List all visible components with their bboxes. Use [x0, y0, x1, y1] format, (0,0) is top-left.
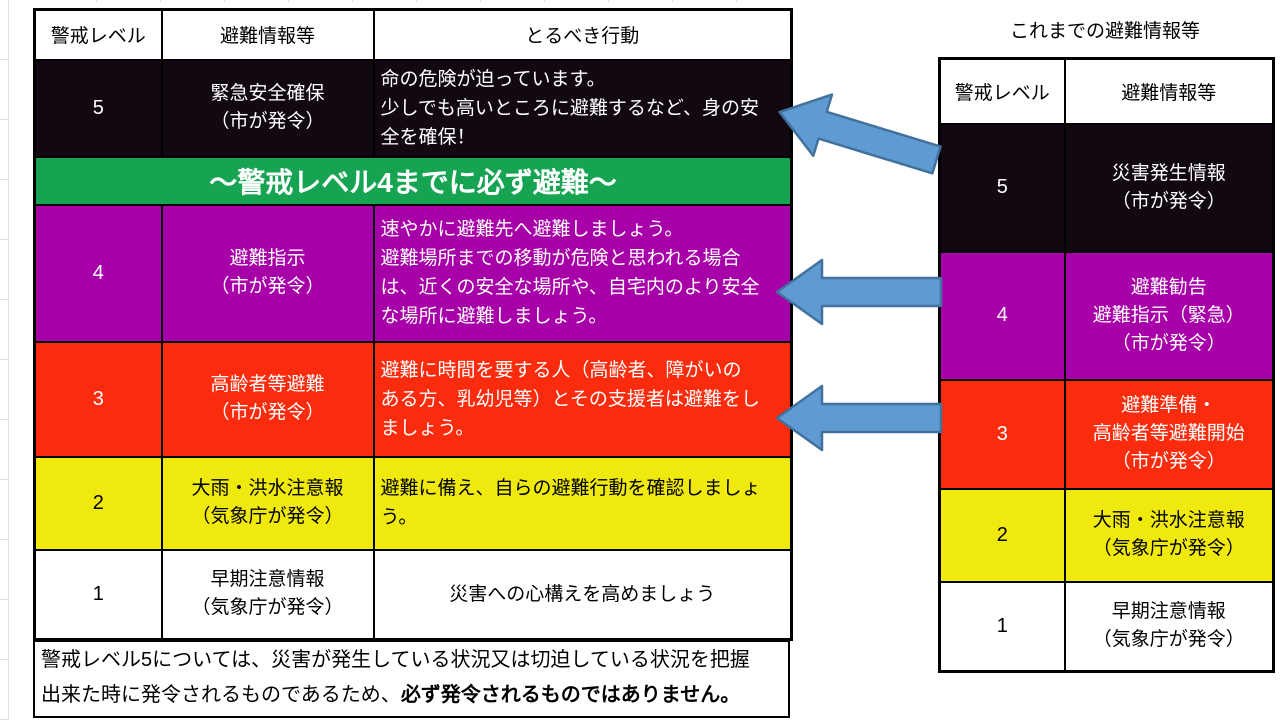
level4-info: 避難指示 （市が発令）	[160, 203, 375, 343]
level1-row: 1 早期注意情報 （気象庁が発令）	[938, 580, 1275, 673]
level2-number: 2	[938, 487, 1066, 583]
level5-info: 緊急安全確保 （市が発令）	[160, 58, 375, 158]
header-row: 警戒レベル 避難情報等	[938, 57, 1275, 125]
level3-row: 3 避難準備・ 高齢者等避難開始 （市が発令）	[938, 378, 1275, 490]
previous-info-title: これまでの避難情報等	[1009, 21, 1200, 42]
level1-number: 1	[33, 548, 163, 641]
footnote-text: 警戒レベル5については、災害が発生している状況又は切迫している状況を把握 出来た…	[41, 649, 750, 706]
footnote-bold-text: 必ず発令されるものではありません。	[400, 684, 741, 706]
level4-row: 4 避難勧告 避難指示（緊急） （市が発令）	[938, 250, 1275, 381]
evacuate-by-level4-banner: ～警戒レベル4までに必ず避難～	[33, 155, 793, 206]
top-gridline-ticks	[33, 0, 790, 2]
level3-info: 高齢者等避難 （市が発令）	[160, 340, 375, 458]
level5-info: 災害発生情報 （市が発令）	[1063, 122, 1275, 253]
previous-info-table: 警戒レベル 避難情報等 5 災害発生情報 （市が発令） 4 避難勧告 避難指示（…	[938, 57, 1275, 673]
header-cell-info: 避難情報等	[1063, 57, 1275, 125]
level1-number: 1	[938, 580, 1066, 673]
level3-row: 3 高齢者等避難 （市が発令） 避難に時間を要する人（高齢者、障がいの ある方、…	[33, 340, 793, 458]
level4-number: 4	[938, 250, 1066, 381]
level2-row: 2 大雨・洪水注意報 （気象庁が発令） 避難に備え、自らの避難行動を確認しましょ…	[33, 455, 793, 551]
header-cell-action: とるべき行動	[372, 8, 793, 61]
level4-info: 避難勧告 避難指示（緊急） （市が発令）	[1063, 250, 1275, 381]
left-arrow-icon	[766, 78, 949, 195]
level2-info: 大雨・洪水注意報 （気象庁が発令）	[1063, 487, 1275, 583]
left-arrow-icon	[774, 257, 944, 327]
level3-action: 避難に時間を要する人（高齢者、障がいの ある方、乳幼児等）とその支援者は避難をし…	[372, 340, 793, 458]
header-cell-info: 避難情報等	[160, 8, 375, 61]
left-gridline-ticks	[0, 0, 8, 720]
level5-action: 命の危険が迫っています。 少しでも高いところに避難するなど、身の安 全を確保！	[372, 58, 793, 158]
level5-number: 5	[938, 122, 1066, 253]
level5-row: 5 災害発生情報 （市が発令）	[938, 122, 1275, 253]
level1-info: 早期注意情報 （気象庁が発令）	[1063, 580, 1275, 673]
level1-info: 早期注意情報 （気象庁が発令）	[160, 548, 375, 641]
alert-level-table: 警戒レベル 避難情報等 とるべき行動 5 緊急安全確保 （市が発令） 命の危険が…	[33, 8, 793, 641]
level4-row: 4 避難指示 （市が発令） 速やかに避難先へ避難しましょう。 避難場所までの移動…	[33, 203, 793, 343]
level4-number: 4	[33, 203, 163, 343]
level5-footnote: 警戒レベル5については、災害が発生している状況又は切迫している状況を把握 出来た…	[33, 640, 790, 718]
level3-number: 3	[33, 340, 163, 458]
level2-row: 2 大雨・洪水注意報 （気象庁が発令）	[938, 487, 1275, 583]
header-cell-level: 警戒レベル	[938, 57, 1066, 125]
level1-row: 1 早期注意情報 （気象庁が発令） 災害への心構えを高めましょう	[33, 548, 793, 641]
level2-number: 2	[33, 455, 163, 551]
left-gridline	[8, 0, 9, 720]
level2-action: 避難に備え、自らの避難行動を確認しましょ う。	[372, 455, 793, 551]
header-row: 警戒レベル 避難情報等 とるべき行動	[33, 8, 793, 61]
level2-info: 大雨・洪水注意報 （気象庁が発令）	[160, 455, 375, 551]
banner-row: ～警戒レベル4までに必ず避難～	[33, 155, 793, 206]
level3-number: 3	[938, 378, 1066, 490]
level4-action: 速やかに避難先へ避難しましょう。 避難場所までの移動が危険と思われる場合 は、近…	[372, 203, 793, 343]
level1-action: 災害への心構えを高めましょう	[372, 548, 793, 641]
header-cell-level: 警戒レベル	[33, 8, 163, 61]
level5-row: 5 緊急安全確保 （市が発令） 命の危険が迫っています。 少しでも高いところに避…	[33, 58, 793, 158]
level3-info: 避難準備・ 高齢者等避難開始 （市が発令）	[1063, 378, 1275, 490]
left-arrow-icon	[774, 383, 944, 453]
level5-number: 5	[33, 58, 163, 158]
